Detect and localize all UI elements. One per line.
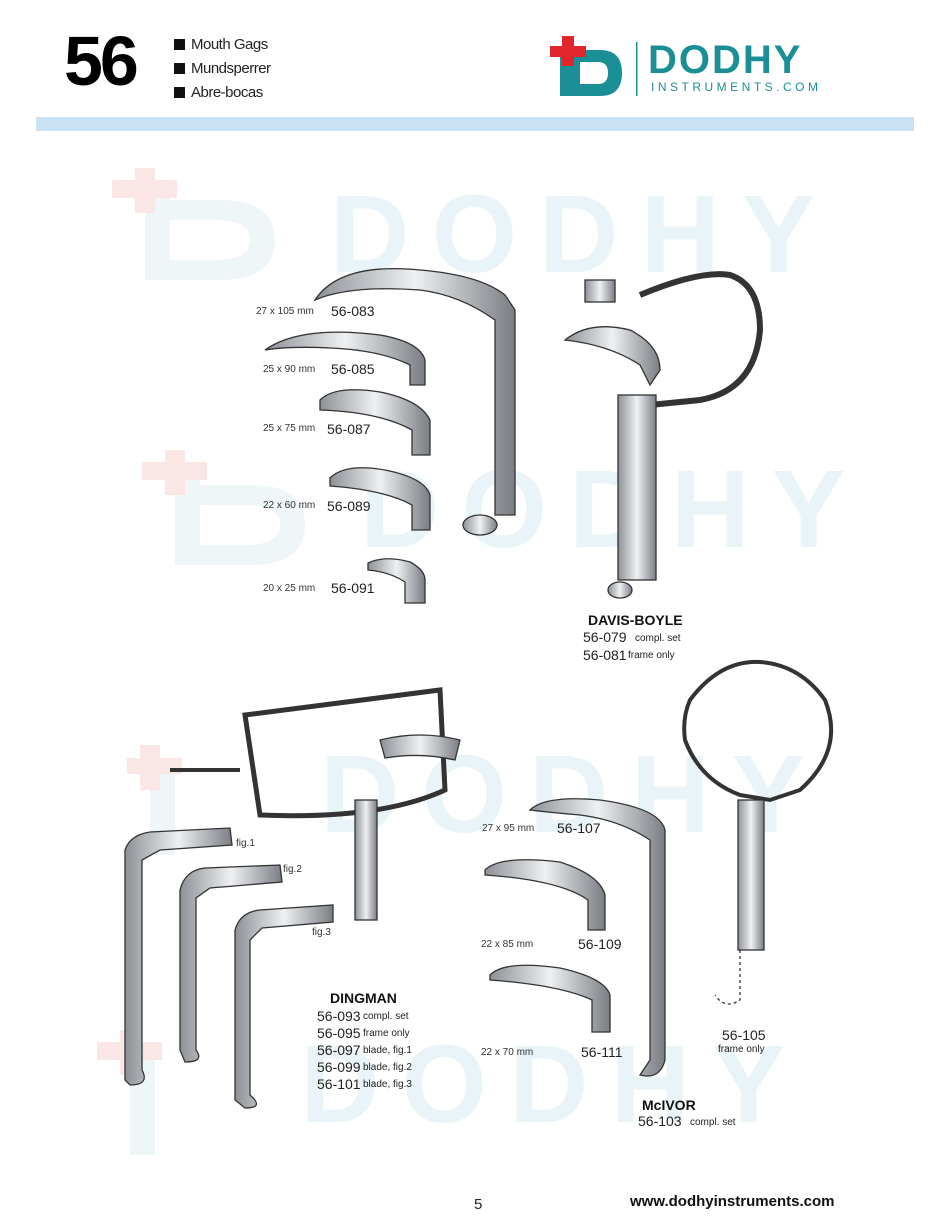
- blade-size: 27 x 105 mm: [256, 306, 314, 317]
- product-code: 56-103: [638, 1113, 682, 1129]
- blade-56-083: [313, 267, 516, 516]
- product-note: frame only: [628, 650, 675, 661]
- product-code: 56-101: [317, 1076, 361, 1092]
- blade-size: 22 x 70 mm: [481, 1047, 534, 1058]
- fig-label: fig.1: [236, 838, 255, 849]
- header-band: [36, 117, 914, 131]
- watermark: DODHY: [300, 1023, 808, 1146]
- page-number: 5: [474, 1196, 483, 1213]
- dingman-title: DINGMAN: [330, 990, 397, 1006]
- product-code: 56-081: [583, 647, 627, 663]
- product-note: blade, fig.3: [363, 1079, 412, 1090]
- logo-mark-icon: [550, 36, 638, 96]
- blade-code: 56-087: [327, 421, 371, 437]
- blade-code: 56-109: [578, 936, 622, 952]
- watermark: DODHY: [320, 733, 828, 856]
- chapter-number: 56: [64, 22, 139, 100]
- product-code: 56-079: [583, 629, 627, 645]
- blade-code: 56-083: [331, 303, 375, 319]
- blade-size: 22 x 60 mm: [263, 500, 316, 511]
- blade-size: 25 x 75 mm: [263, 423, 316, 434]
- blade-code: 56-107: [557, 820, 601, 836]
- product-note: blade, fig.2: [363, 1062, 412, 1073]
- blade-size: 25 x 90 mm: [263, 364, 316, 375]
- product-code: 56-099: [317, 1059, 361, 1075]
- logo-name: DODHY: [648, 38, 803, 82]
- product-note: compl. set: [635, 633, 681, 644]
- category-de: Mundsperrer: [174, 57, 271, 81]
- davis-boyle-title: DAVIS-BOYLE: [588, 612, 683, 628]
- blade-code: 56-085: [331, 361, 375, 377]
- category-list: Mouth Gags Mundsperrer Abre-bocas: [174, 33, 271, 105]
- product-note: compl. set: [363, 1011, 409, 1022]
- blade-size: 22 x 85 mm: [481, 939, 534, 950]
- blade-code: 56-111: [581, 1044, 623, 1060]
- watermark: DODHY: [360, 448, 868, 571]
- product-note: blade, fig.1: [363, 1045, 412, 1056]
- fig-label: fig.3: [312, 927, 331, 938]
- product-code: 56-095: [317, 1025, 361, 1041]
- website-link[interactable]: www.dodhyinstruments.com: [630, 1193, 835, 1210]
- product-note: compl. set: [690, 1117, 736, 1128]
- mcivor-title: McIVOR: [642, 1097, 696, 1113]
- blade-size: 27 x 95 mm: [482, 823, 535, 834]
- product-note: frame only: [718, 1044, 765, 1055]
- fig-label: fig.2: [283, 864, 302, 875]
- logo-subtitle: INSTRUMENTS.COM: [651, 80, 822, 94]
- category-en: Mouth Gags: [174, 33, 271, 57]
- blade-code: 56-089: [327, 498, 371, 514]
- product-code: 56-097: [317, 1042, 361, 1058]
- product-note: frame only: [363, 1028, 410, 1039]
- product-code: 56-105: [722, 1027, 766, 1043]
- category-es: Abre-bocas: [174, 81, 271, 105]
- product-code: 56-093: [317, 1008, 361, 1024]
- blade-size: 20 x 25 mm: [263, 583, 316, 594]
- blade-code: 56-091: [331, 580, 375, 596]
